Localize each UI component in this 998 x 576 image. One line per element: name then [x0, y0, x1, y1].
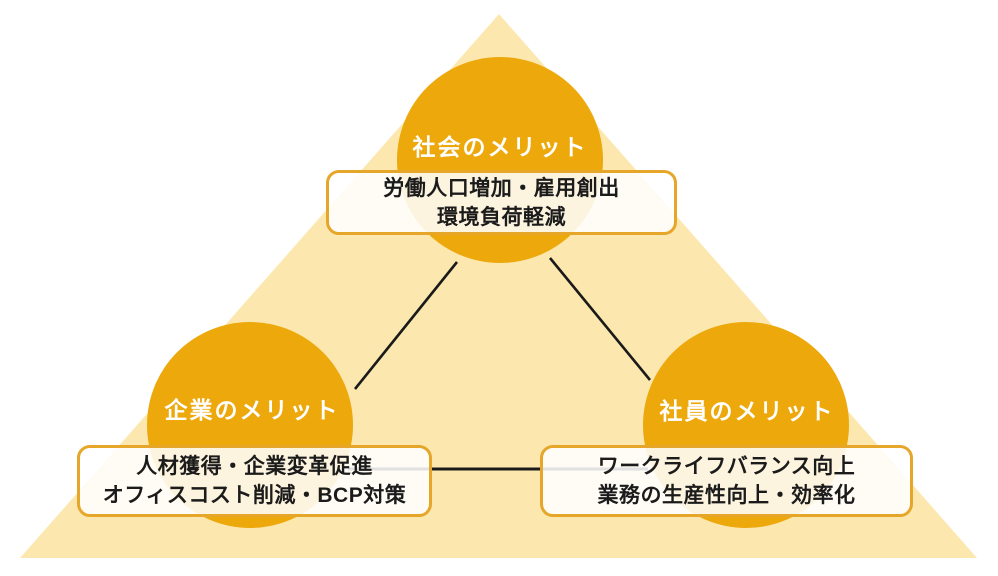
- society-detail-box: 労働人口増加・雇用創出 環境負荷軽減: [326, 170, 677, 235]
- society-detail-line-1: 労働人口増加・雇用創出: [383, 176, 620, 200]
- company-circle-label: 企業のメリット: [164, 397, 340, 423]
- society-circle-label: 社会のメリット: [412, 134, 588, 160]
- employee-detail-line-2: 業務の生産性向上・効率化: [597, 484, 856, 507]
- employee-circle-label: 社員のメリット: [659, 398, 835, 424]
- connector-society-company: [353, 261, 459, 390]
- employee-detail-line-1: ワークライフバランス向上: [597, 455, 856, 478]
- connector-society-employee: [548, 257, 652, 381]
- company-detail-line-2: オフィスコスト削減・BCP対策: [102, 484, 407, 507]
- employee-detail-box: ワークライフバランス向上 業務の生産性向上・効率化: [540, 445, 913, 517]
- society-detail-line-2: 環境負荷軽減: [437, 205, 566, 229]
- company-detail-line-1: 人材獲得・企業変革促進: [136, 455, 373, 478]
- company-detail-box: 人材獲得・企業変革促進 オフィスコスト削減・BCP対策: [77, 445, 432, 517]
